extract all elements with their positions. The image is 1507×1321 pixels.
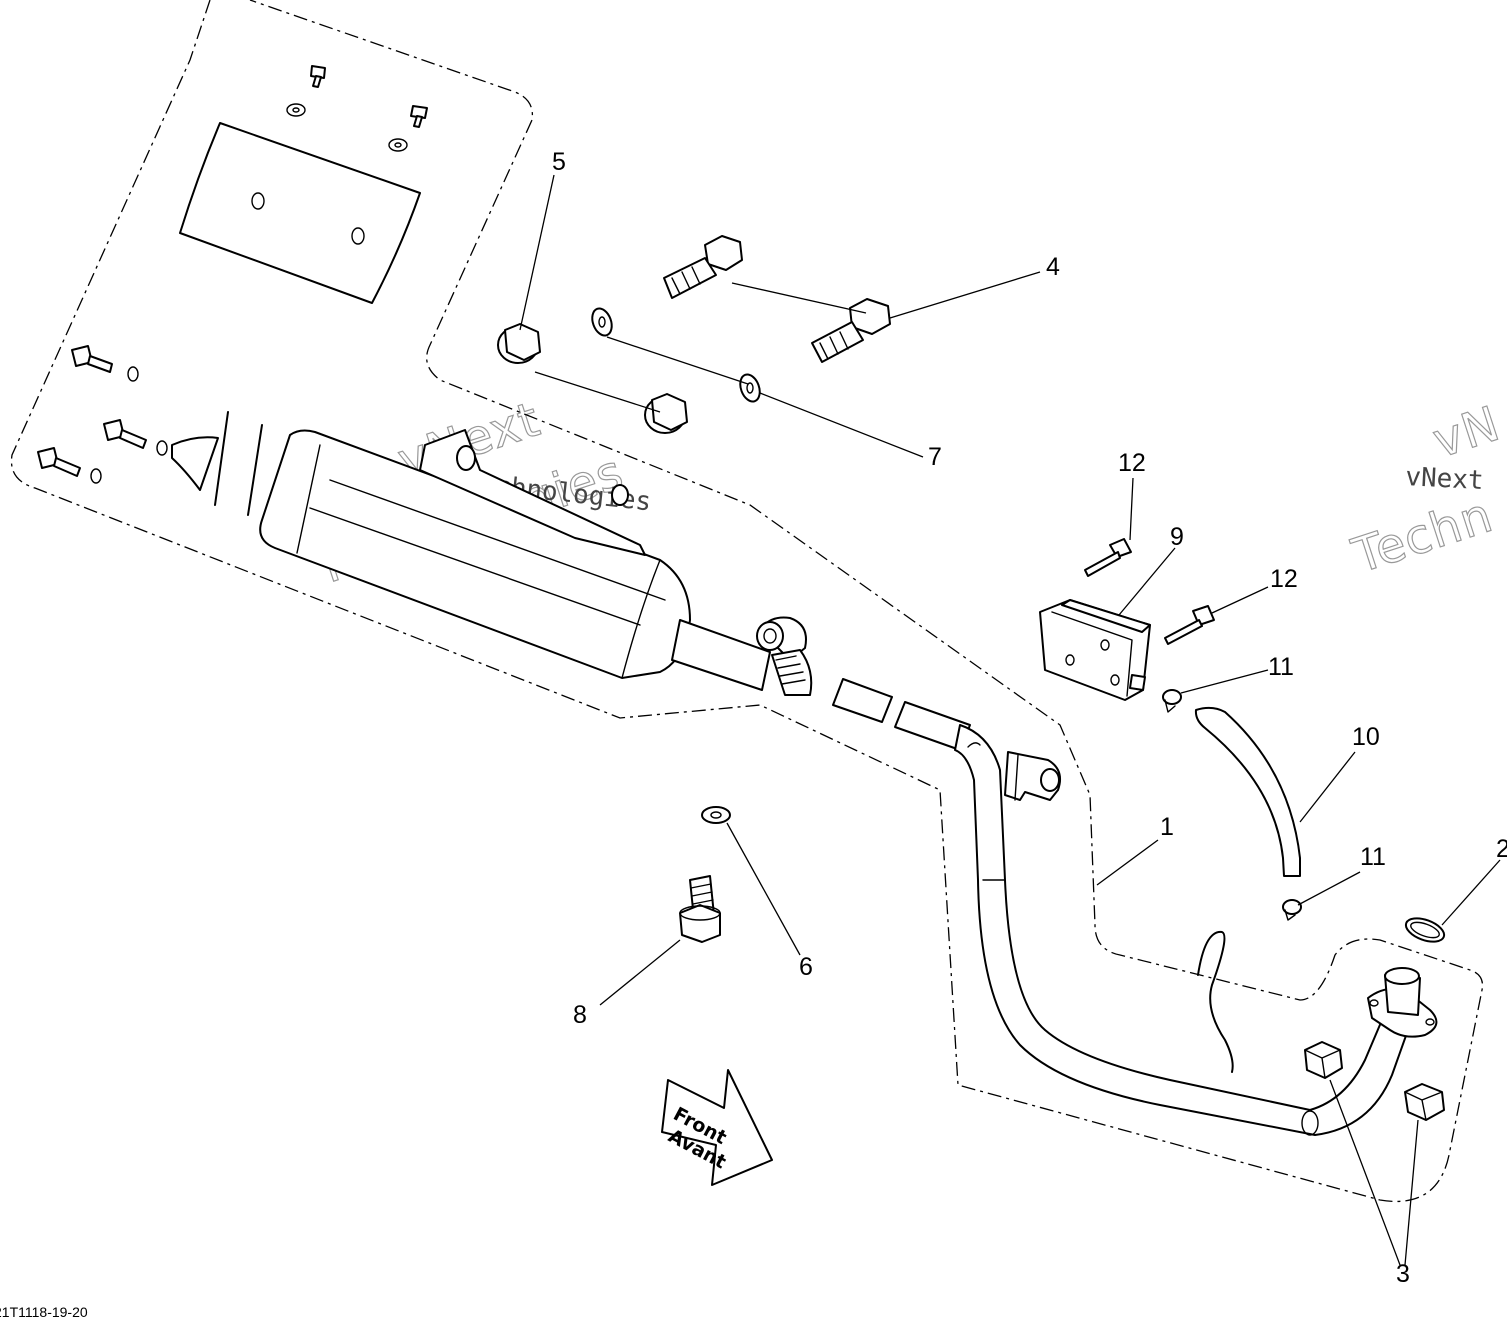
callout-2: 2 (1496, 835, 1507, 863)
callout-5: 5 (552, 148, 566, 176)
front-direction-arrow: Front Avant (661, 1069, 773, 1186)
callout-4: 4 (1046, 253, 1060, 281)
tab-bushing (1040, 768, 1060, 792)
bolt-icon (103, 419, 168, 456)
end-bracket (171, 436, 219, 491)
hose-clamp-icon (1282, 899, 1302, 921)
muffler (259, 429, 771, 691)
valve-module-icon (1039, 599, 1151, 701)
washer-icon (701, 806, 731, 824)
exhaust-pipe (954, 724, 1409, 1136)
muffler-assembly-outline (10, 0, 1484, 1202)
screw-icon (1164, 605, 1215, 645)
sensor-wire (1197, 930, 1234, 1073)
callout-12-lower: 12 (1270, 565, 1298, 593)
watermark-right-big-1: vN (1426, 396, 1506, 470)
callout-3: 3 (1396, 1260, 1410, 1288)
washer-icon (739, 373, 761, 403)
heat-shield-screw (388, 105, 428, 152)
hose-icon (1194, 706, 1301, 877)
gasket-ring-icon (1404, 917, 1446, 943)
callout-8: 8 (573, 1001, 587, 1029)
watermark-right-big-2: Techn (1345, 487, 1499, 585)
hex-nut-icon (1404, 1083, 1445, 1121)
washer-icon (286, 103, 306, 117)
reference-code: 21T1118-19-20 (0, 1304, 88, 1320)
callout-10: 10 (1352, 723, 1380, 751)
heat-shield-hole (251, 192, 265, 210)
flange-bolt-icon (663, 235, 743, 299)
bolt-icon (71, 345, 139, 382)
leader-lines (519, 174, 1501, 1266)
callout-7: 7 (928, 443, 942, 471)
callout-12-upper: 12 (1118, 449, 1146, 477)
callout-1: 1 (1160, 813, 1174, 841)
bracket-bushing (456, 445, 476, 471)
end-bracket-line (214, 411, 263, 516)
washer-icon (591, 307, 613, 337)
washer-icon (388, 138, 408, 152)
mounting-bolt-icon (679, 875, 721, 943)
callout-6: 6 (799, 953, 813, 981)
bracket-bushing (611, 484, 629, 506)
hose-clamp-icon (1162, 689, 1182, 713)
hex-nut-icon (1304, 1041, 1343, 1079)
bolt-icon (37, 447, 102, 484)
flange-bolt-icon (811, 298, 891, 363)
screw-icon (1084, 538, 1132, 577)
muffler-mount-bracket (419, 429, 646, 556)
pipe-sleeve (832, 678, 893, 723)
heat-shield-screw (286, 65, 326, 117)
left-bolt-group (37, 345, 168, 484)
callout-11-lower: 11 (1360, 843, 1386, 871)
callout-11-upper: 11 (1268, 653, 1294, 681)
pipe-clamp (756, 616, 813, 696)
heat-shield (179, 122, 421, 304)
muffler-outlet-pipe (671, 619, 771, 691)
callout-labels: 1 2 3 4 5 6 7 8 9 10 11 11 12 12 (552, 148, 1507, 1288)
flange-nut-icon (644, 393, 688, 434)
callout-9: 9 (1170, 523, 1184, 551)
exhaust-flange (1367, 967, 1438, 1038)
flange-nut-icon (497, 323, 541, 364)
heat-shield-hole (351, 227, 365, 245)
watermark-right-mono: vNext (1405, 462, 1485, 496)
